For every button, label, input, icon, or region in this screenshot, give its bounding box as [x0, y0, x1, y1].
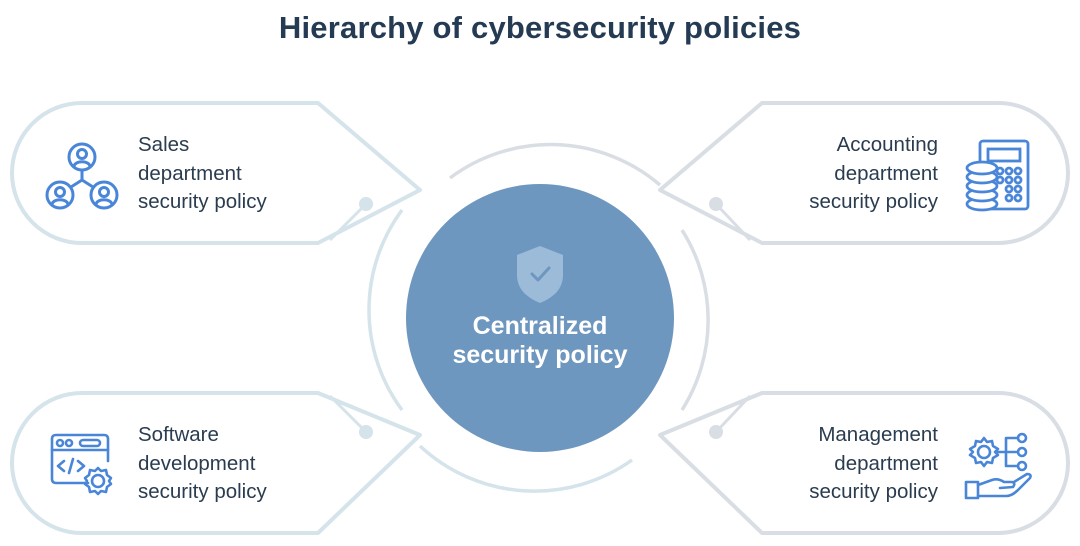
card-line: Accounting — [836, 133, 938, 156]
center-label-line2: security policy — [452, 341, 628, 369]
card-line: Software — [138, 423, 219, 446]
card-line: department — [834, 161, 938, 185]
ring-arc-top — [448, 142, 662, 187]
card-software: Software development security policy — [138, 421, 267, 507]
diagram-title: Hierarchy of cybersecurity policies — [278, 10, 802, 45]
card-outline-management — [658, 391, 1070, 535]
card-line: security policy — [138, 480, 267, 503]
ring-arc-left — [367, 208, 404, 412]
calculator-coins-icon — [965, 139, 1030, 212]
center-circle — [406, 184, 674, 452]
connector-dot-sales — [359, 197, 373, 211]
code-window-gear-icon — [50, 433, 113, 496]
team-network-icon — [45, 142, 119, 210]
center-label: Centralized security policy — [405, 312, 675, 370]
center-label-line1: Centralized — [472, 312, 608, 340]
ring-arc-bottom — [418, 444, 634, 493]
card-outline-accounting — [658, 101, 1070, 245]
card-line: Management — [818, 423, 938, 446]
shield-check-icon — [517, 246, 563, 303]
ring-arc-right — [680, 229, 710, 411]
card-management: Management department security policy — [809, 421, 938, 507]
card-line: security policy — [138, 190, 267, 213]
card-accounting: Accounting department security policy — [809, 131, 938, 217]
card-outline-sales — [10, 101, 422, 245]
card-line: department — [138, 161, 242, 185]
connector-dot-management — [709, 425, 723, 439]
hand-gear-network-icon — [964, 432, 1032, 500]
card-line: department — [834, 451, 938, 475]
card-line: Sales — [138, 133, 190, 156]
card-line: security policy — [809, 190, 938, 213]
card-line: development — [138, 451, 256, 475]
connector-dot-accounting — [709, 197, 723, 211]
connector-dot-software — [359, 425, 373, 439]
card-line: security policy — [809, 480, 938, 503]
card-sales: Sales department security policy — [138, 131, 267, 217]
card-outline-software — [10, 391, 422, 535]
